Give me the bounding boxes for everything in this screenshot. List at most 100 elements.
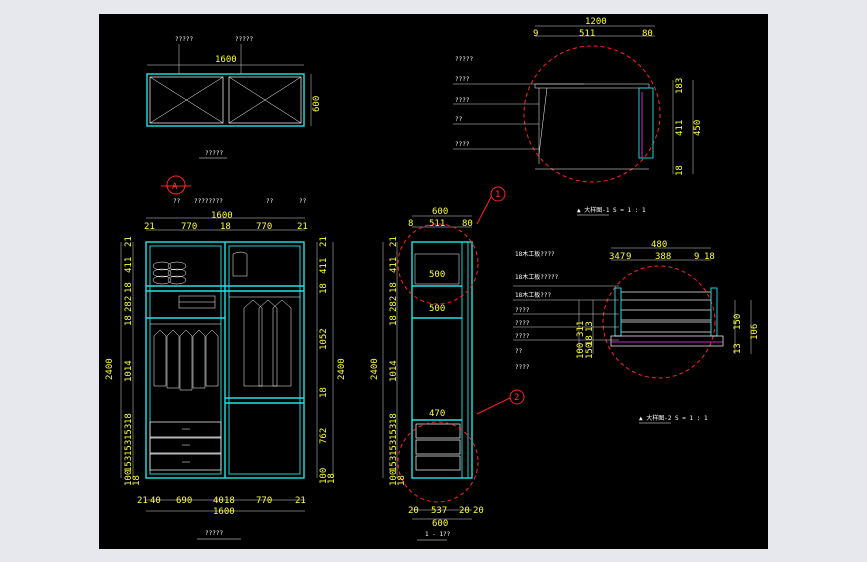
detail2-mid-dim-5: 150 bbox=[585, 343, 595, 359]
detail-circle-2 bbox=[397, 421, 479, 503]
front-bottom-dim-7: 21 bbox=[295, 496, 306, 506]
side-caption: 1 - 1?? bbox=[425, 531, 451, 538]
detail-2: 480 347 9 388 9 18 18木工板???? 18木工板????? … bbox=[513, 240, 760, 424]
detail1-caption: ▲ 大样图-1 S = 1 : 1 bbox=[577, 206, 646, 214]
side-top-dim-4: 80 bbox=[462, 219, 473, 229]
front-left-dim-12: 18 bbox=[132, 475, 142, 486]
callout-2 bbox=[509, 389, 525, 405]
side-section: 1 2 600 8 511 80 500 500 470 2400 21 411… bbox=[370, 186, 525, 541]
detail2-right-dim-1: 150 bbox=[733, 314, 743, 330]
side-bottom-dim-2: 537 bbox=[431, 506, 447, 516]
folded-clothes-icon bbox=[152, 261, 216, 309]
detail2-label-4: ???? bbox=[515, 307, 530, 314]
front-right-dim-2: 411 bbox=[319, 258, 329, 274]
front-total-bottom: 1600 bbox=[213, 507, 235, 517]
detail-circle-1 bbox=[397, 223, 479, 305]
front-total-top: 1600 bbox=[211, 211, 233, 221]
hanging-clothes-icon bbox=[150, 323, 221, 391]
top-view-label-right: ????? bbox=[235, 36, 253, 43]
cad-drawing-canvas[interactable]: ????? ????? 1600 600 ????? A ?? ????????… bbox=[99, 14, 768, 549]
detail1-label-1: ????? bbox=[455, 56, 473, 63]
front-left-dim-9: 153 bbox=[124, 440, 134, 456]
front-right-total: 2400 bbox=[337, 358, 347, 380]
front-left-dim-10: 153 bbox=[124, 456, 134, 472]
detail1-right-total: 450 bbox=[693, 120, 703, 136]
detail1-right-dim-3: 18 bbox=[675, 165, 685, 176]
front-bottom-dim-2: 40 bbox=[150, 496, 161, 506]
detail2-mid-dim-3: 13 bbox=[585, 321, 595, 332]
side-bottom-dim-3: 20 bbox=[459, 506, 470, 516]
side-top-dim-3: 511 bbox=[429, 219, 445, 229]
detail2-circle bbox=[602, 265, 716, 379]
side-left-dim-1: 21 bbox=[389, 236, 399, 247]
top-view-outline bbox=[146, 73, 305, 127]
side-bottom-dim-1: 20 bbox=[408, 506, 419, 516]
section-marker-label: A bbox=[172, 182, 178, 192]
detail2-label-6: ???? bbox=[515, 333, 530, 340]
front-right-dim-6: 762 bbox=[319, 428, 329, 444]
top-view-width-dim: 1600 bbox=[215, 55, 237, 65]
front-right-dim-7: 100 bbox=[319, 468, 329, 484]
detail2-label-1: 18木工板???? bbox=[515, 250, 555, 258]
detail1-circle bbox=[523, 45, 661, 183]
detail2-mid-dim-4: 18 bbox=[585, 335, 595, 346]
side-bottom-dim-4: 20 bbox=[473, 506, 484, 516]
side-left-dim-10: 153 bbox=[389, 456, 399, 472]
side-left-dim-4: 282 bbox=[389, 296, 399, 312]
detail2-caption: ▲ 大样图-2 S = 1 : 1 bbox=[639, 414, 708, 422]
top-view-label-left: ????? bbox=[175, 36, 193, 43]
front-left-dim-7: 18 bbox=[124, 413, 134, 424]
detail2-label-7: ?? bbox=[515, 348, 523, 355]
cad-drawing: ????? ????? 1600 600 ????? A ?? ????????… bbox=[105, 17, 760, 541]
detail1-top-dim-2: 511 bbox=[579, 29, 595, 39]
side-left-dim-5: 18 bbox=[389, 315, 399, 326]
hanging-coats-icon bbox=[229, 251, 300, 387]
front-top-label-3: ?? bbox=[266, 198, 274, 205]
top-view-height-dim: 600 bbox=[312, 96, 322, 112]
detail2-label-5: ???? bbox=[515, 320, 530, 327]
detail-1: 1200 9 511 80 ????? ???? ???? ?? ???? 18… bbox=[453, 17, 703, 216]
front-left-dim-11: 100 bbox=[124, 470, 134, 486]
detail2-top-dim-2: 9 bbox=[626, 252, 631, 262]
callout-1 bbox=[490, 186, 506, 202]
front-width-top-2: 770 bbox=[181, 222, 197, 232]
side-inner-label-3: 470 bbox=[429, 409, 445, 419]
callout-1-label: 1 bbox=[495, 190, 500, 200]
top-view: ????? ????? 1600 600 ????? bbox=[146, 36, 322, 159]
front-right-dim-1: 21 bbox=[319, 236, 329, 247]
front-left-dim-5: 18 bbox=[124, 315, 134, 326]
front-bottom-dim-6: 770 bbox=[256, 496, 272, 506]
front-top-label-2: ???????? bbox=[194, 198, 223, 205]
front-left-dim-3: 18 bbox=[124, 282, 134, 293]
side-left-dim-7: 18 bbox=[389, 413, 399, 424]
side-left-dim-2: 411 bbox=[389, 257, 399, 273]
detail2-top-total: 480 bbox=[651, 240, 667, 250]
detail2-label-8: ???? bbox=[515, 364, 530, 371]
side-inner-label-1: 500 bbox=[429, 270, 445, 280]
detail1-top-dim-3: 80 bbox=[642, 29, 653, 39]
detail1-top-total: 1200 bbox=[585, 17, 607, 27]
detail2-mid-dim-1: 311 bbox=[576, 321, 586, 337]
top-view-caption: ????? bbox=[205, 150, 223, 157]
front-left-dim-6: 1014 bbox=[124, 360, 134, 382]
side-left-dim-8: 153 bbox=[389, 424, 399, 440]
front-bottom-dim-5: 18 bbox=[224, 496, 235, 506]
front-top-label-1: ?? bbox=[173, 198, 181, 205]
detail2-right-dim-2: 13 bbox=[733, 343, 743, 354]
front-left-dim-1: 21 bbox=[124, 236, 134, 247]
detail1-label-3: ???? bbox=[455, 97, 470, 104]
front-bottom-dim-1: 21 bbox=[137, 496, 148, 506]
detail2-top-dim-1: 347 bbox=[609, 252, 625, 262]
side-left-dim-11: 100 bbox=[389, 470, 399, 486]
detail1-label-5: ???? bbox=[455, 141, 470, 148]
detail1-label-2: ???? bbox=[455, 76, 470, 83]
front-left-dim-4: 282 bbox=[124, 296, 134, 312]
detail2-top-dim-3: 388 bbox=[655, 252, 671, 262]
front-right-dim-3: 18 bbox=[319, 283, 329, 294]
front-left-dim-2: 411 bbox=[124, 257, 134, 273]
front-width-top-5: 21 bbox=[297, 222, 308, 232]
detail2-label-2: 18木工板????? bbox=[515, 273, 559, 281]
detail2-mid-dim-2: 100 bbox=[576, 343, 586, 359]
front-right-dim-8: 18 bbox=[327, 473, 337, 484]
front-bottom-dim-3: 690 bbox=[176, 496, 192, 506]
